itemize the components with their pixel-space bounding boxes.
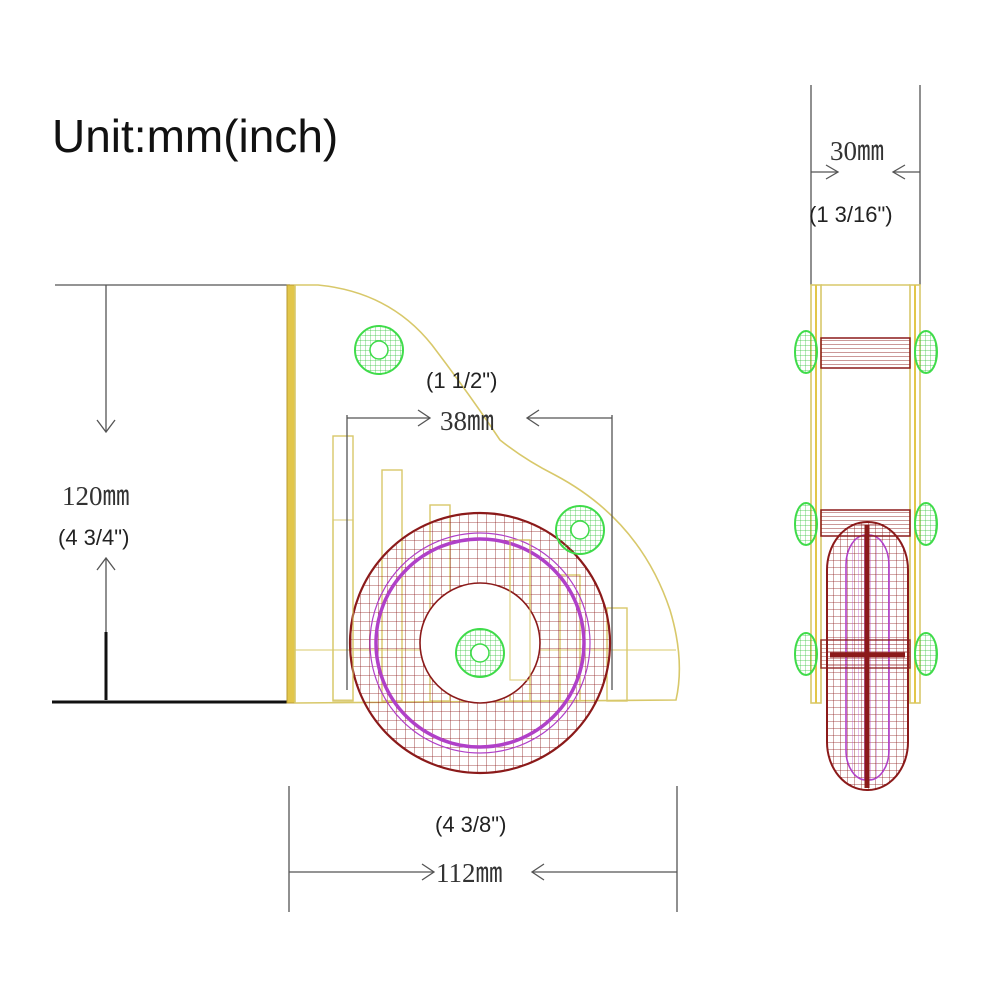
length-mm-label: 112㎜ xyxy=(436,858,503,888)
offset-inch-label: (1 1/2") xyxy=(426,368,497,393)
height-inch-label: (4 3/4") xyxy=(58,525,129,550)
width-mm-label: 30㎜ xyxy=(830,136,884,166)
side-bolt-left-top xyxy=(794,330,818,374)
width-inch-label: (1 3/16") xyxy=(809,202,893,227)
spacer-middle xyxy=(820,509,911,537)
height-mm-label: 120㎜ xyxy=(62,481,130,511)
width-dimension: 30㎜ (1 3/16") xyxy=(809,85,921,285)
unit-title: Unit:mm(inch) xyxy=(52,110,338,162)
side-view: 30㎜ (1 3/16") xyxy=(794,85,938,791)
spacer-axle xyxy=(820,639,911,669)
side-bolt-right-middle xyxy=(914,502,938,546)
bolt-middle xyxy=(555,505,605,555)
spacer-top xyxy=(820,337,911,369)
front-view: 120㎜ (4 3/4") xyxy=(52,284,681,912)
offset-dimension: (1 1/2") 38㎜ xyxy=(346,368,613,690)
bolt-top xyxy=(354,325,404,375)
bolt-axle xyxy=(455,628,505,678)
height-dimension: 120㎜ (4 3/4") xyxy=(52,284,290,704)
side-bolt-right-axle xyxy=(914,632,938,676)
side-bolt-left-axle xyxy=(794,632,818,676)
length-inch-label: (4 3/8") xyxy=(435,812,506,837)
side-bolt-left-middle xyxy=(794,502,818,546)
length-dimension: (4 3/8") 112㎜ xyxy=(288,786,678,912)
side-bolt-right-top xyxy=(914,330,938,374)
offset-mm-label: 38㎜ xyxy=(440,406,494,436)
